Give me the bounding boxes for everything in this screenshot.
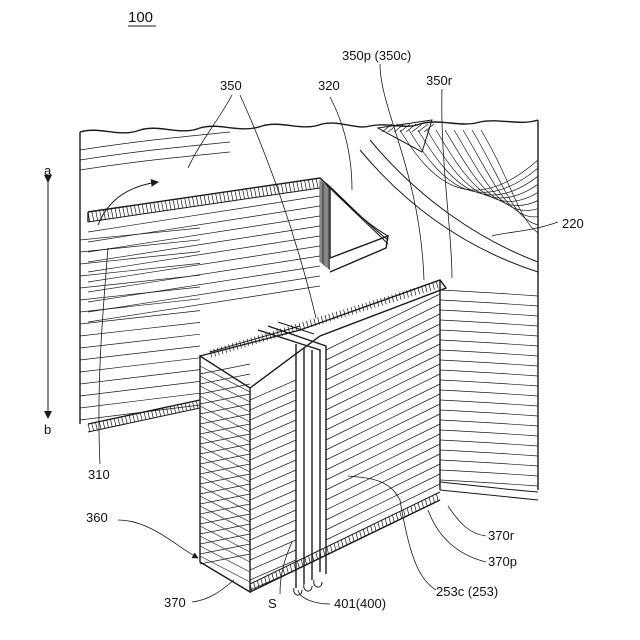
front-block [200, 280, 538, 592]
label-370r: 370r [488, 528, 515, 543]
stepped-upper-layer [88, 178, 388, 322]
label-220: 220 [562, 216, 584, 231]
label-S: S [268, 596, 277, 611]
label-320: 320 [318, 78, 340, 93]
label-370p: 370p [488, 554, 517, 569]
label-a: a [44, 163, 52, 178]
label-310: 310 [88, 467, 110, 482]
label-360: 360 [86, 510, 108, 525]
label-350r: 350r [426, 73, 453, 88]
label-350p: 350p (350c) [342, 48, 411, 63]
figure-number: 100 [128, 9, 153, 26]
label-253c: 253c (253) [436, 584, 498, 599]
label-b: b [44, 422, 51, 437]
label-401: 401(400) [334, 596, 386, 611]
label-350: 350 [220, 78, 242, 93]
seam-strips [258, 322, 326, 595]
label-370: 370 [164, 595, 186, 610]
